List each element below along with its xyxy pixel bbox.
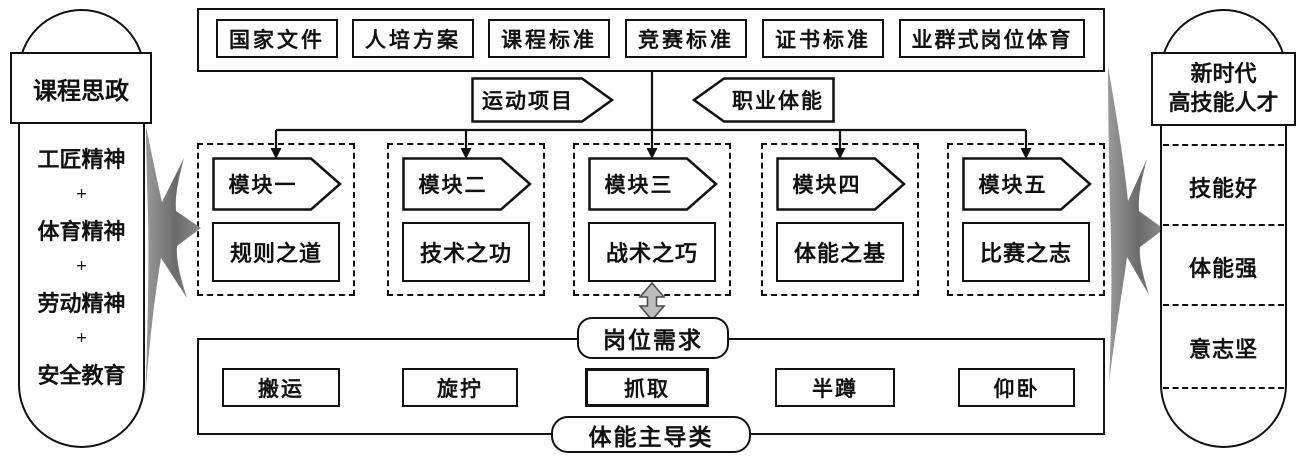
pentagon-right-shape bbox=[776, 157, 906, 211]
module-card-5: 模块五 比赛之志 bbox=[947, 143, 1105, 296]
left-capsule-item: 体育精神 bbox=[37, 219, 126, 244]
action-box: 仰卧 bbox=[958, 368, 1075, 407]
module-label: 模块二 bbox=[418, 173, 488, 197]
left-capsule-items: 工匠精神 + 体育精神 + 劳动精神 + 安全教育 bbox=[20, 142, 143, 390]
capsule-divider bbox=[1163, 224, 1284, 226]
sport-track-tag: 运动项目 bbox=[471, 77, 614, 123]
capsule-divider bbox=[1163, 387, 1284, 389]
module-content: 技术之功 bbox=[402, 222, 530, 282]
standard-item: 国家文件 bbox=[216, 19, 338, 58]
standard-item: 课程标准 bbox=[488, 19, 610, 58]
pentagon-right-shape bbox=[402, 157, 532, 211]
standard-item: 证书标准 bbox=[762, 19, 884, 58]
module-pentagon: 模块一 bbox=[212, 157, 342, 211]
fitness-track-tag: 职业体能 bbox=[692, 77, 835, 123]
left-capsule-item: 劳动精神 bbox=[37, 291, 126, 316]
module-label: 模块五 bbox=[978, 173, 1048, 197]
action-box: 抓取 bbox=[585, 368, 709, 407]
module-label: 模块四 bbox=[792, 173, 862, 197]
job-demand-pill: 岗位需求 bbox=[577, 317, 729, 359]
left-capsule-title: 课程思政 bbox=[33, 78, 129, 105]
module-card-2: 模块二 技术之功 bbox=[387, 143, 545, 296]
module-label: 模块一 bbox=[228, 173, 298, 197]
plus-sign: + bbox=[76, 255, 87, 277]
fitness-category-pill: 体能主导类 bbox=[551, 416, 751, 453]
right-capsule-title-line2: 高技能人才 bbox=[1168, 90, 1279, 115]
standard-item: 业群式岗位体育 bbox=[899, 19, 1085, 58]
sport-track-label: 运动项目 bbox=[482, 89, 574, 113]
left-capsule-title-box: 课程思政 bbox=[10, 52, 152, 124]
right-capsule-title-box: 新时代 高技能人才 bbox=[1151, 52, 1296, 126]
module-content: 体能之基 bbox=[776, 222, 904, 282]
action-box: 搬运 bbox=[222, 368, 340, 407]
capsule-divider bbox=[1163, 144, 1284, 146]
module-card-3: 模块三 战术之巧 bbox=[573, 143, 731, 296]
pentagon-right-shape bbox=[588, 157, 718, 211]
module-card-1: 模块一 规则之道 bbox=[197, 143, 355, 296]
plus-sign: + bbox=[76, 183, 87, 205]
action-box: 旋拧 bbox=[402, 368, 518, 407]
pentagon-right-shape bbox=[962, 157, 1092, 211]
right-capsule-item: 体能强 bbox=[1188, 256, 1258, 281]
module-pentagon: 模块二 bbox=[402, 157, 532, 211]
connector-lines bbox=[274, 72, 1028, 150]
module-pentagon: 模块五 bbox=[962, 157, 1092, 211]
module-pentagon: 模块四 bbox=[776, 157, 906, 211]
pentagon-right-shape bbox=[471, 77, 614, 123]
plus-sign: + bbox=[76, 327, 87, 349]
pentagon-left-shape bbox=[692, 77, 835, 123]
left-capsule-item: 工匠精神 bbox=[37, 147, 126, 172]
capsule-divider bbox=[1163, 304, 1284, 306]
pentagon-right-shape bbox=[212, 157, 342, 211]
left-capsule-item: 安全教育 bbox=[37, 363, 126, 388]
right-capsule-item: 技能好 bbox=[1188, 176, 1258, 201]
standard-item: 竞赛标准 bbox=[625, 19, 747, 58]
module-pentagon: 模块三 bbox=[588, 157, 718, 211]
fitness-track-label: 职业体能 bbox=[732, 89, 824, 113]
flow-arrow-left bbox=[145, 126, 201, 402]
module-content: 战术之巧 bbox=[588, 222, 716, 282]
module-content: 规则之道 bbox=[212, 222, 340, 282]
right-capsule-item: 意志坚 bbox=[1188, 337, 1258, 362]
action-box: 半蹲 bbox=[775, 368, 895, 407]
module-label: 模块三 bbox=[604, 173, 674, 197]
module-card-4: 模块四 体能之基 bbox=[761, 143, 919, 296]
right-capsule-title-line1: 新时代 bbox=[1190, 61, 1257, 87]
standard-item: 人培方案 bbox=[352, 19, 474, 58]
module-content: 比赛之志 bbox=[962, 222, 1090, 282]
